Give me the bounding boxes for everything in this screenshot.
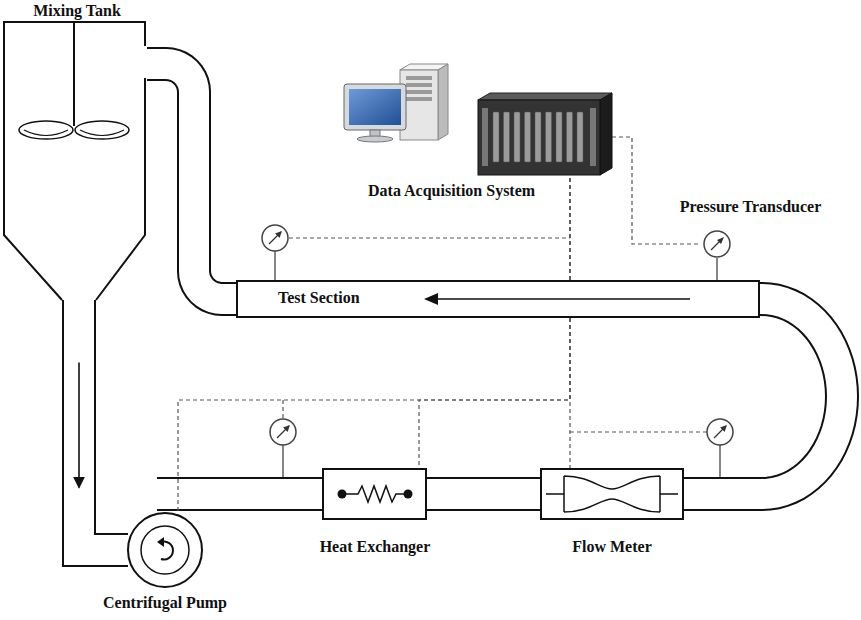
impeller-blade — [80, 130, 124, 136]
monitor-screen — [349, 89, 401, 125]
flow-arrow — [424, 293, 438, 305]
signal-wire — [569, 178, 570, 468]
card-slot — [493, 112, 499, 162]
resistor-symbol — [344, 486, 408, 502]
card-slot — [535, 112, 541, 162]
impeller-blade — [24, 130, 68, 136]
daq-chassis — [600, 93, 612, 175]
pipe-bore — [157, 479, 322, 509]
flow-arrow — [78, 363, 80, 488]
flow-arrow — [436, 298, 690, 300]
terminal-dot — [338, 490, 347, 499]
centrifugal-pump: Centrifugal Pump — [85, 510, 245, 618]
heat-exchanger-box — [322, 468, 427, 520]
pipe-bore — [147, 64, 236, 299]
venturi-symbol — [542, 470, 682, 518]
card-slot — [546, 112, 552, 162]
drive-slot — [406, 76, 432, 80]
tank-body — [4, 22, 145, 300]
node-label: Test Section — [278, 289, 418, 307]
pipe-bore — [79, 300, 128, 550]
flow-arrow — [418, 282, 708, 316]
signal-wire — [612, 137, 701, 244]
pipe-line — [684, 299, 842, 494]
flow-meter: Flow Meter — [528, 468, 696, 560]
resistor-symbol — [324, 470, 425, 518]
mixing-tank: Mixing Tank — [2, 2, 152, 307]
signal-wire — [419, 178, 570, 468]
rotation-arrow — [157, 537, 164, 547]
drive-slot — [406, 97, 432, 101]
gauge-needle — [717, 237, 724, 244]
pipe-bore — [427, 479, 540, 509]
drive-slot — [406, 90, 432, 94]
pressure-gauge — [262, 225, 288, 251]
node-label: Centrifugal Pump — [85, 594, 245, 612]
node-label: Data Acquisition System — [368, 182, 598, 200]
card-slot — [514, 112, 520, 162]
test-section: Test Section — [236, 280, 760, 318]
mixing-tank — [2, 22, 152, 302]
pressure-transducer: Pressure Transducer — [648, 198, 853, 262]
pressure-gauge — [701, 228, 733, 260]
pipe-wall — [684, 299, 842, 494]
pipe-wall — [79, 300, 128, 550]
impeller-blade — [75, 121, 129, 139]
pump-impeller — [141, 526, 189, 574]
computer-tower — [438, 64, 448, 140]
drive-slot — [406, 83, 432, 87]
card-slot — [577, 112, 583, 162]
daq-chassis — [478, 100, 600, 175]
pipe-bore — [684, 299, 842, 494]
signal-wires — [283, 238, 707, 432]
node-label: Pressure Transducer — [648, 198, 853, 216]
data-acquisition-system: Data Acquisition System — [340, 62, 630, 204]
signal-wire — [612, 137, 701, 244]
pipe-wall — [147, 64, 236, 299]
computer-monitor — [344, 84, 406, 130]
daq-chassis — [478, 93, 612, 100]
pump-casing — [128, 513, 202, 587]
card-slot — [504, 112, 510, 162]
heat-exchanger: Heat Exchanger — [300, 468, 450, 560]
venturi-symbol — [546, 476, 678, 512]
terminal-dot — [404, 490, 413, 499]
card-slot — [567, 112, 573, 162]
signal-wire — [178, 178, 570, 515]
chassis-handle — [590, 108, 596, 166]
signal-wire — [570, 178, 571, 468]
pressure-gauge — [270, 419, 296, 445]
node-label: Heat Exchanger — [300, 538, 450, 556]
card-slot — [525, 112, 531, 162]
pipe-line — [79, 300, 128, 550]
card-slot — [556, 112, 562, 162]
centrifugal-pump — [127, 512, 203, 588]
pipe-wall — [157, 477, 322, 511]
gauge-face — [704, 231, 730, 257]
pipe-line — [147, 64, 236, 299]
data-acquisition-icons — [340, 62, 630, 178]
impeller-blade — [19, 121, 73, 139]
pipe-line — [427, 494, 540, 495]
pipe-wall — [427, 477, 540, 511]
stirrer-shaft — [73, 22, 75, 126]
monitor-stand — [357, 136, 393, 142]
node-label: Flow Meter — [528, 538, 696, 556]
chassis-handle — [482, 108, 488, 166]
tank-outline — [4, 22, 145, 300]
signal-wire — [178, 178, 570, 515]
node-label: Mixing Tank — [2, 2, 152, 20]
signal-wire — [419, 178, 570, 468]
pressure-gauge — [707, 419, 733, 445]
pipe-line — [157, 494, 322, 495]
flow-meter-box — [540, 468, 684, 520]
